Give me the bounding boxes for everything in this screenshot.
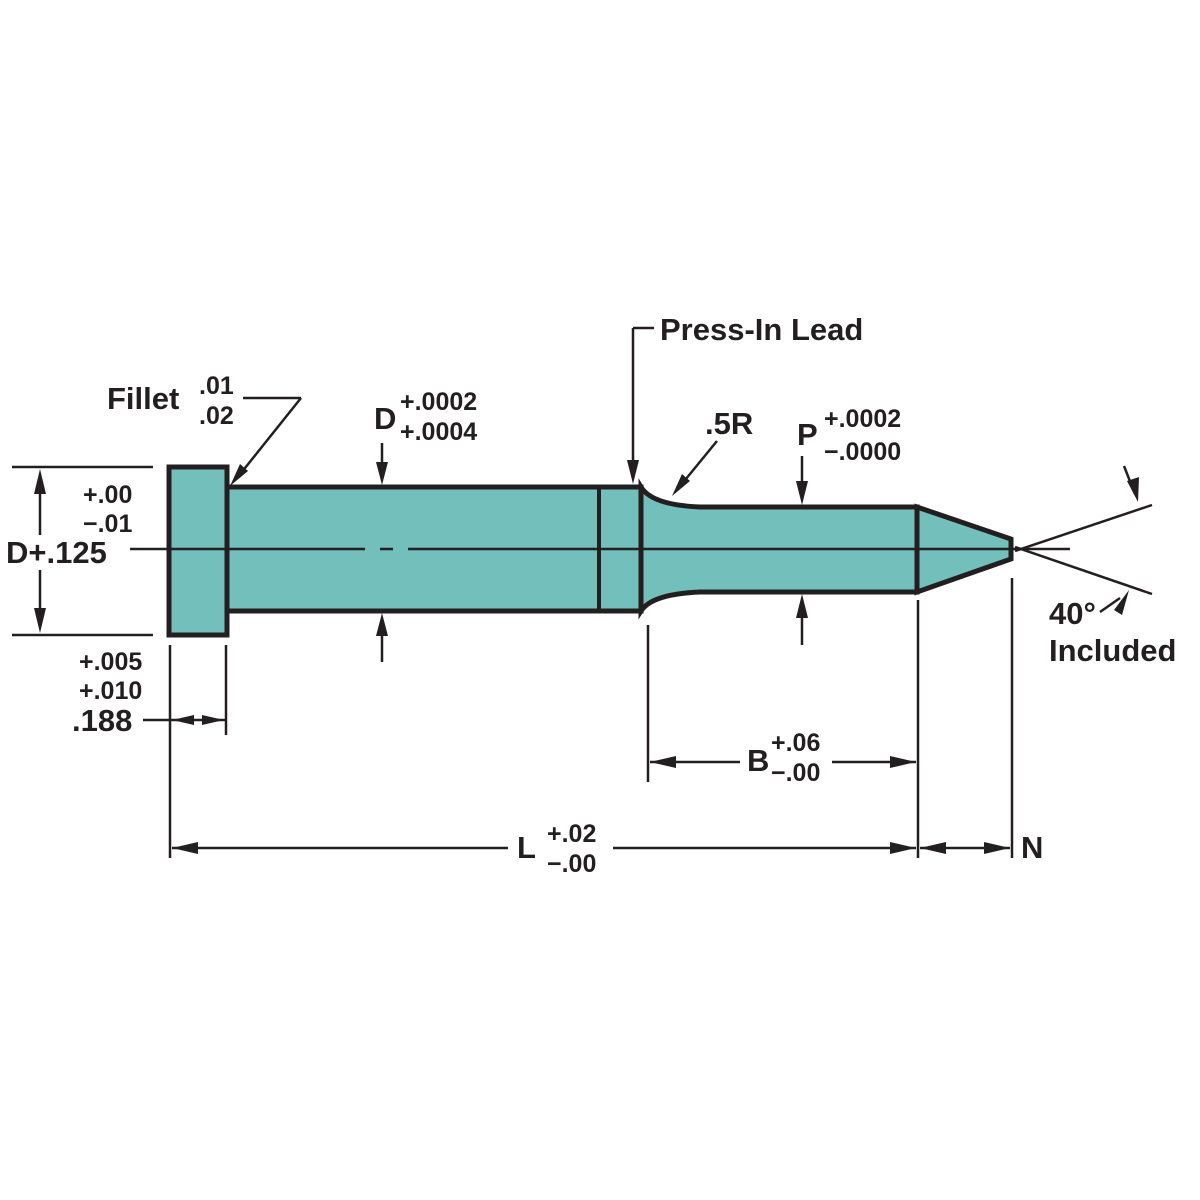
angle-text: Included [1049,633,1176,668]
head-thickness-dimension: +.005 +.010 .188 [72,645,228,858]
tip-length-dimension: N [920,578,1043,865]
fillet-tol-upper: .01 [199,372,234,400]
point-length-label: B [747,743,769,778]
shank-diameter-tol-lower: +.0004 [400,418,477,446]
point-length-dimension: B +.06 −.00 [646,600,920,858]
point-length-tol-upper: +.06 [771,729,820,757]
fillet-label: Fillet [107,381,179,416]
point-diameter-label: P [797,417,818,452]
pin-part [166,464,1014,638]
head-diameter-label: D+.125 [6,535,107,570]
pin-head [166,464,230,638]
head-diameter-tol-lower: −.01 [83,510,132,538]
head-thickness-tol-upper: +.005 [79,648,142,676]
tip-angle-dimension: 40° Included [1014,465,1176,668]
point-length-tol-lower: −.00 [771,759,820,787]
radius-callout: .5R [672,406,753,496]
tip-length-label: N [1021,830,1043,865]
head-diameter-tol-upper: +.00 [83,481,132,509]
press-in-lead-callout: Press-In Lead [627,312,863,484]
overall-length-tol-lower: −.00 [547,850,596,878]
head-thickness-value: .188 [72,703,132,738]
angle-value: 40° [1049,596,1096,631]
shank-diameter-label: D [374,401,396,436]
shank-diameter-dimension: D +.0002 +.0004 [374,388,477,662]
head-thickness-tol-lower: +.010 [79,677,142,705]
radius-label: .5R [705,406,753,441]
point-diameter-tol-lower: −.0000 [824,438,901,466]
point-diameter-dimension: P +.0002 −.0000 [796,405,901,645]
overall-length-label: L [517,830,536,865]
point-diameter-tol-upper: +.0002 [824,405,901,433]
head-diameter-dimension: D+.125 +.00 −.01 [6,465,153,637]
press-in-lead-label: Press-In Lead [660,312,863,347]
overall-length-dimension: L +.02 −.00 [172,820,916,878]
overall-length-tol-upper: +.02 [547,820,596,848]
shank-diameter-tol-upper: +.0002 [400,388,477,416]
fillet-callout: Fillet .01 .02 [107,372,302,486]
fillet-tol-lower: .02 [199,402,234,430]
